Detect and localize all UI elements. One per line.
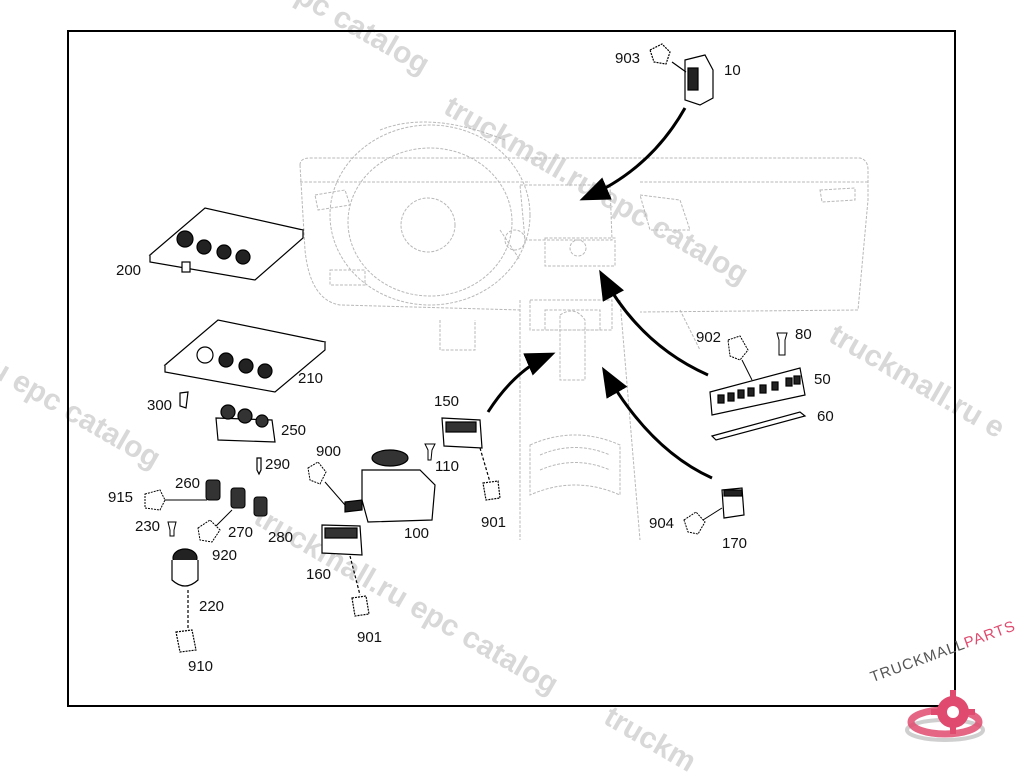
callout-280[interactable]: 280: [268, 529, 294, 546]
callout-290[interactable]: 290: [265, 456, 291, 473]
part-290: [256, 457, 262, 476]
callout-901[interactable]: 901: [357, 629, 383, 646]
callout-170[interactable]: 170: [722, 535, 748, 552]
callout-160[interactable]: 160: [306, 566, 332, 583]
callout-902[interactable]: 902: [696, 329, 722, 346]
part-210: [163, 319, 327, 393]
part-250: [215, 404, 276, 443]
part-100: [344, 449, 436, 523]
part-200: [148, 207, 305, 281]
part-110: [424, 443, 436, 461]
callout-150[interactable]: 150: [434, 393, 460, 410]
part-270: [230, 487, 246, 509]
diagram-frame: [67, 30, 956, 707]
part-915: [144, 489, 166, 511]
callout-300[interactable]: 300: [147, 397, 173, 414]
callout-920[interactable]: 920: [212, 547, 238, 564]
callout-904[interactable]: 904: [649, 515, 675, 532]
line-art: [144, 43, 869, 653]
part-902: [727, 335, 749, 361]
part-50: [709, 367, 806, 416]
truckmall-parts-logo: TRUCKMALLPARTS: [860, 617, 1024, 750]
part-220: [171, 548, 199, 653]
part-230: [167, 521, 177, 537]
callout-900[interactable]: 900: [316, 443, 342, 460]
callout-210[interactable]: 210: [298, 370, 324, 387]
callout-230[interactable]: 230: [135, 518, 161, 535]
part-920: [197, 519, 221, 543]
part-80: [776, 332, 788, 356]
assembly-arrows: [486, 107, 713, 480]
callout-220[interactable]: 220: [199, 598, 225, 615]
part-10: [649, 43, 714, 106]
part-160: [321, 524, 370, 617]
callout-250[interactable]: 250: [281, 422, 307, 439]
gear-logo-icon: [905, 690, 985, 742]
part-300: [179, 391, 189, 409]
callout-910[interactable]: 910: [188, 658, 214, 675]
callout-260[interactable]: 260: [175, 475, 201, 492]
callout-270[interactable]: 270: [228, 524, 254, 541]
dashboard-outline: [299, 121, 869, 541]
part-150: [441, 417, 501, 501]
callout-60[interactable]: 60: [817, 408, 834, 425]
callout-10[interactable]: 10: [724, 62, 741, 79]
part-60: [710, 411, 807, 441]
part-170: [721, 487, 745, 519]
callout-110[interactable]: 110: [435, 458, 459, 475]
part-904: [683, 511, 706, 535]
part-280: [253, 496, 268, 517]
callout-903[interactable]: 903: [615, 50, 641, 67]
callout-200[interactable]: 200: [116, 262, 142, 279]
part-260: [205, 479, 221, 501]
callout-915[interactable]: 915: [108, 489, 134, 506]
part-900: [307, 461, 327, 485]
callout-80[interactable]: 80: [795, 326, 812, 343]
callout-100[interactable]: 100: [404, 525, 430, 542]
callout-901[interactable]: 901: [481, 514, 507, 531]
callout-50[interactable]: 50: [814, 371, 831, 388]
